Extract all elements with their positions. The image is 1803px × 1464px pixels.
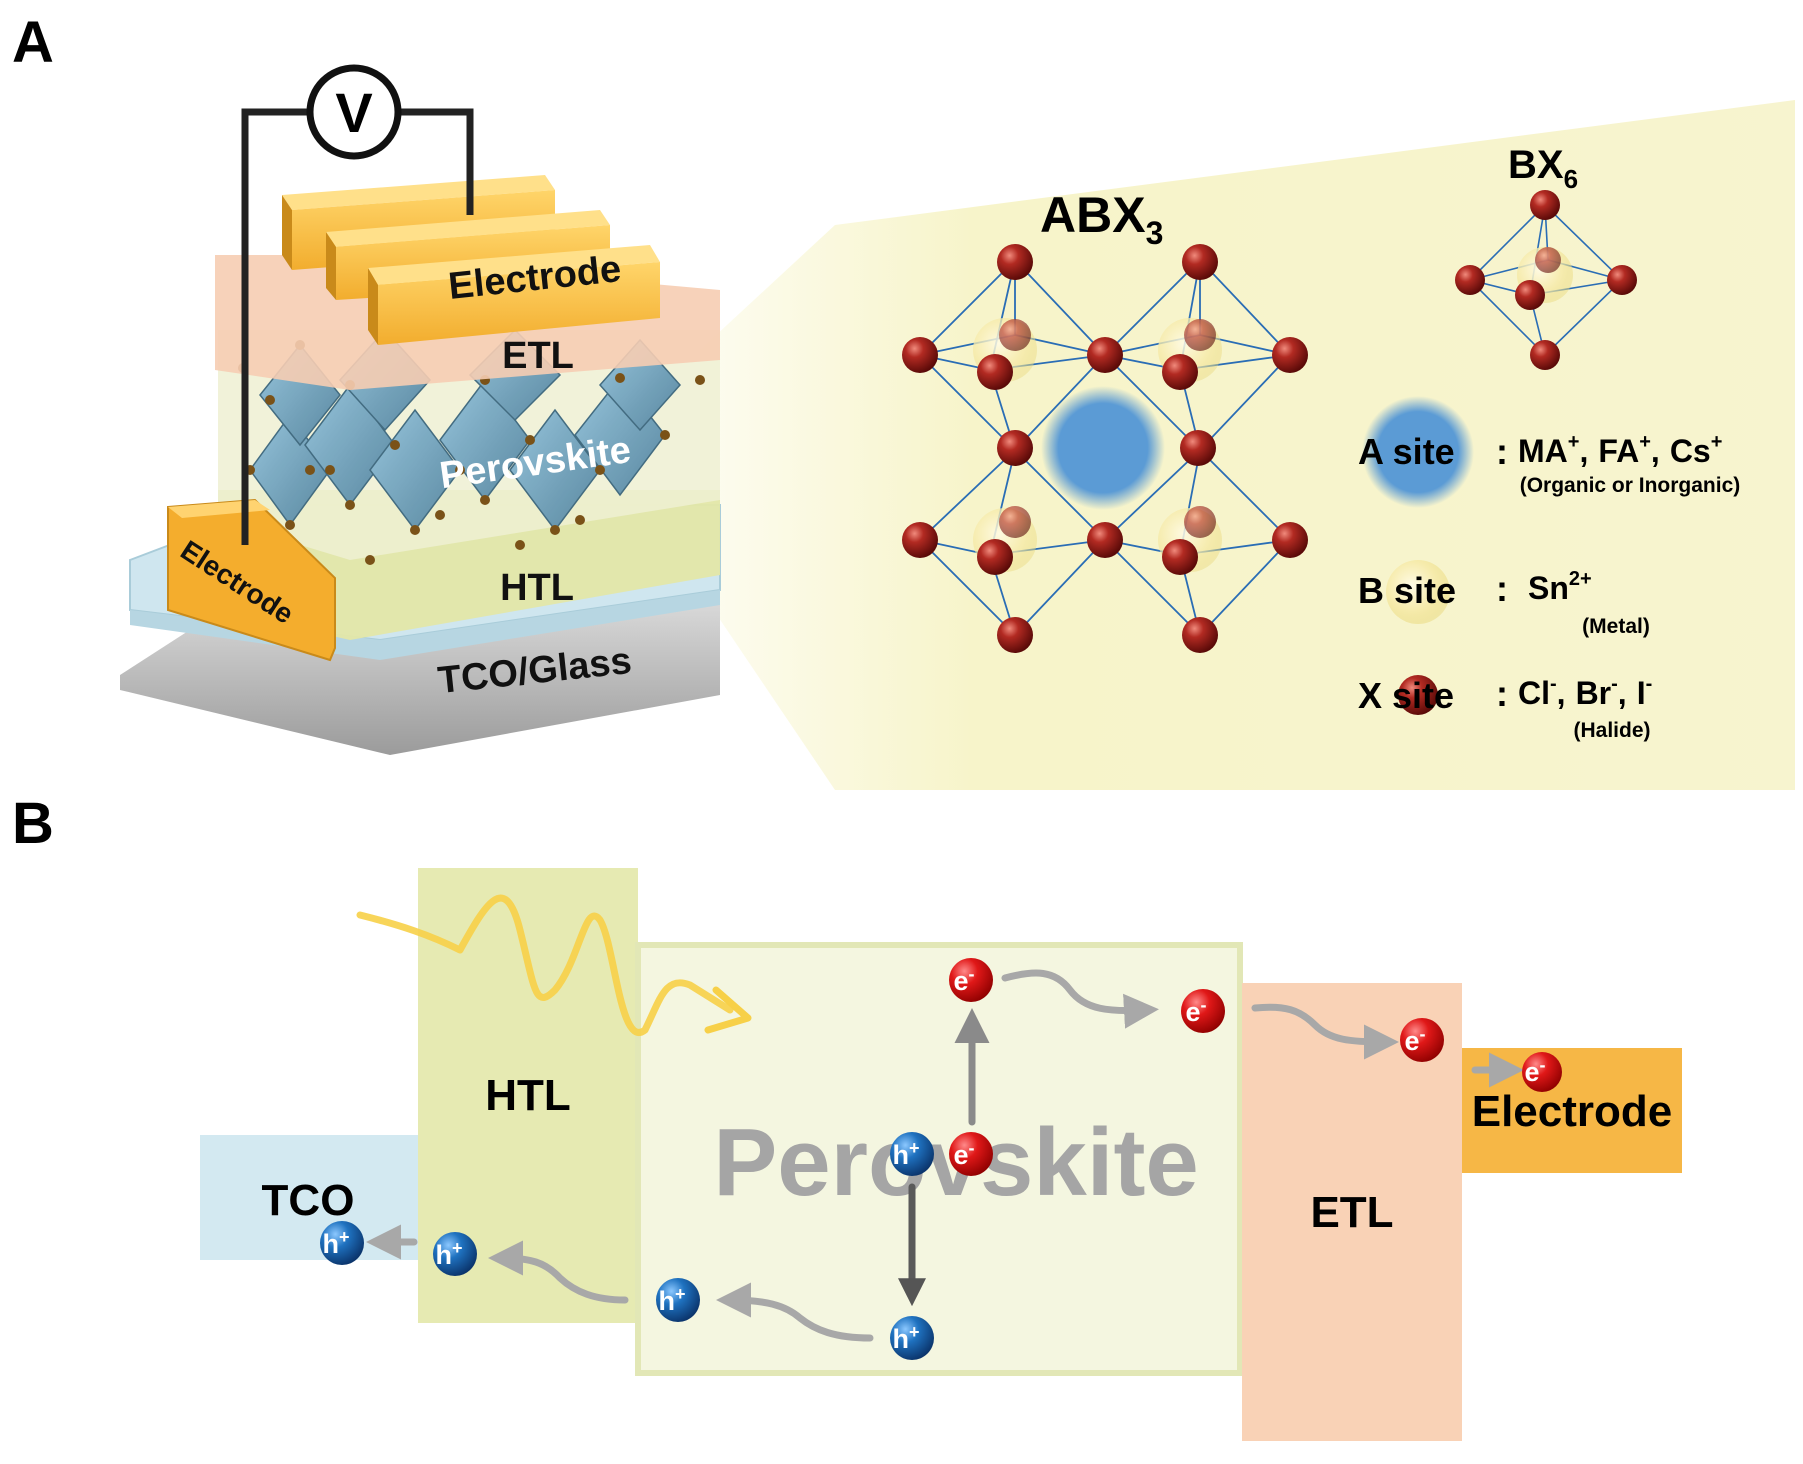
etl-band-label: ETL [1310,1188,1393,1237]
htl-label: HTL [500,567,574,609]
htl-band-label: HTL [485,1071,571,1120]
svg-text:h+: h+ [892,1138,919,1170]
hole-particles: h+ h+ h+ h+ h+ [320,1132,934,1360]
a-site-sphere [1041,386,1165,510]
electron-particle: e- [949,1132,993,1176]
hole-particle: h+ [320,1221,364,1265]
b-site-ions: Sn2+ [1528,568,1592,606]
site-legend: A site : MA+,FA+,Cs+ (Organic or Inorgan… [1358,396,1740,742]
svg-text:h+: h+ [658,1284,685,1316]
light-arrowhead [704,986,752,1034]
tco-band-label: TCO [262,1176,355,1225]
svg-text:h+: h+ [322,1227,349,1259]
b-site-colon: : [1496,568,1508,609]
etl-label: ETL [502,335,574,377]
abx3-title: ABX3 [1040,187,1163,251]
svg-text:e-: e- [1524,1055,1545,1087]
b-site-swatch [1386,560,1450,624]
bx6-octahedron [1455,190,1637,370]
abx3-lattice [902,244,1308,653]
bx6-title: BX6 [1508,143,1578,194]
electron-particle: e- [1400,1018,1444,1062]
incident-light-wave [356,894,734,1036]
svg-text:h+: h+ [892,1322,919,1354]
hole-particle: h+ [433,1232,477,1276]
x-site-label: X site [1358,675,1454,716]
electron-particle: e- [1181,989,1225,1033]
electron-particles: e- e- e- e- e- [949,958,1562,1176]
band-diagram: TCO HTL Perovskite ETL Electrode e- e- e… [200,868,1682,1441]
x-site-swatch [1398,675,1438,715]
svg-text:e-: e- [953,964,974,996]
svg-text:e-: e- [1185,995,1206,1027]
b-site-note: (Metal) [1582,615,1650,638]
x-site-ions: Cl-,Br-,I- [1518,673,1652,711]
svg-text:h+: h+ [435,1238,462,1270]
device-stack: V Electrode ETL Perovskite HTL Electrode… [120,64,721,755]
a-site-colon: : [1496,431,1508,472]
electrode-band-label: Electrode [1472,1087,1673,1136]
top-electrode-bars [282,175,660,345]
electron-particle: e- [1522,1052,1562,1092]
circuit-wire-left [241,108,310,545]
charge-arrows [366,969,1524,1342]
hole-particle: h+ [890,1132,934,1176]
svg-text:e-: e- [1404,1024,1425,1056]
voltmeter-label: V [335,81,372,144]
b-site-label: B site [1358,570,1456,611]
panel-letter-b: B [12,791,54,856]
a-site-label: A site [1358,431,1455,472]
a-site-swatch [1362,396,1474,508]
x-site-spheres [902,244,1308,653]
a-site-ions: MA+,FA+,Cs+ [1518,431,1722,469]
svg-text:e-: e- [953,1138,974,1170]
hole-particle: h+ [656,1278,700,1322]
circuit-wire-right [398,108,474,215]
hole-particle: h+ [890,1316,934,1360]
electron-particle: e- [949,958,993,1002]
a-site-note: (Organic or Inorganic) [1520,474,1741,497]
panel-letter-a: A [12,10,54,75]
x-site-note: (Halide) [1573,719,1650,742]
x-site-colon: : [1496,673,1508,714]
voltmeter [306,64,402,160]
